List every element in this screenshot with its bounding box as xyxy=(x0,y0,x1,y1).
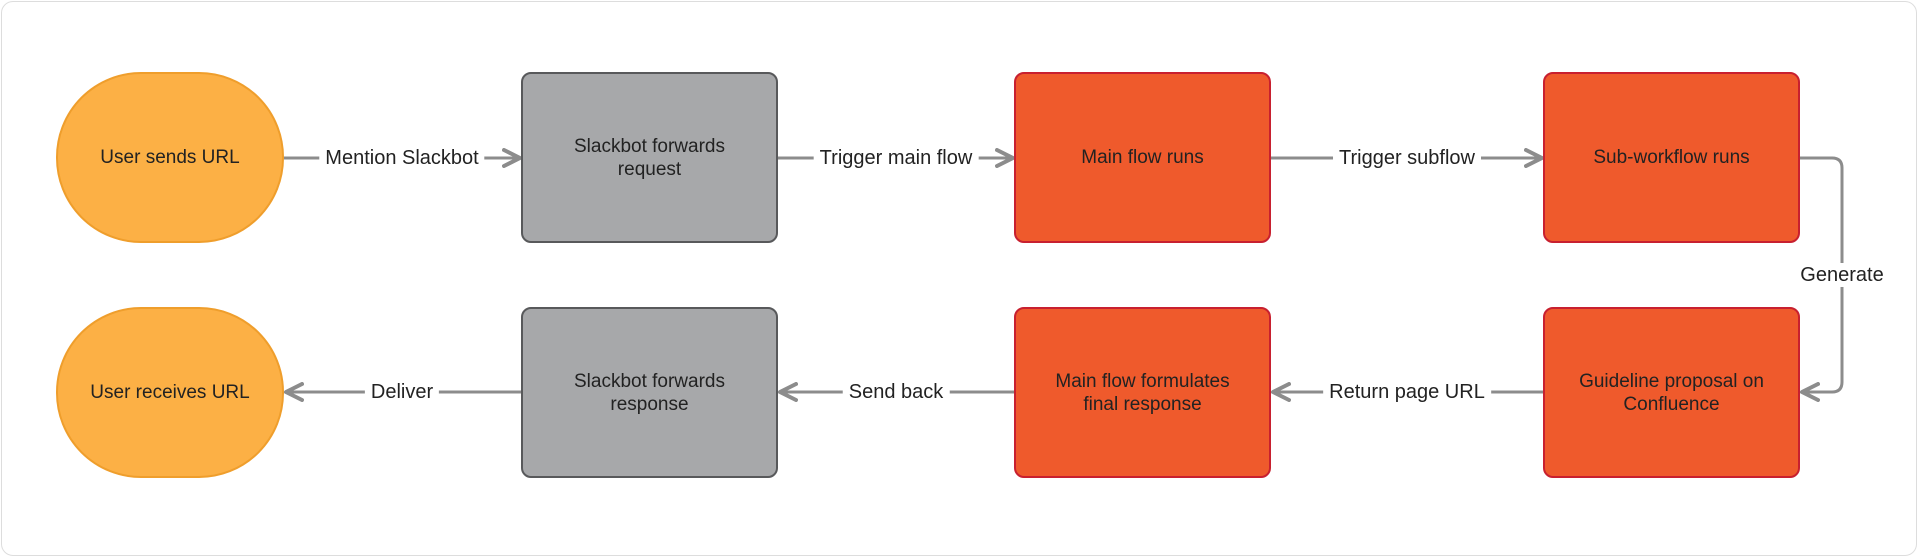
edge-label-trigger-subflow: Trigger subflow xyxy=(1333,146,1481,170)
node-label: Slackbot forwards request xyxy=(573,135,725,180)
node-main-flow-runs: Main flow runs xyxy=(1014,72,1271,243)
node-label: Main flow runs xyxy=(1081,147,1204,168)
node-slackbot-forwards-request: Slackbot forwards request xyxy=(521,72,778,243)
node-label: Main flow formulates final response xyxy=(1055,370,1230,415)
node-sub-workflow-runs: Sub-workflow runs xyxy=(1543,72,1800,243)
edge-label-trigger-main-flow: Trigger main flow xyxy=(813,146,979,170)
edge-label-send-back: Send back xyxy=(842,380,950,404)
node-main-flow-formulates: Main flow formulates final response xyxy=(1014,307,1271,478)
edge-label-mention-slackbot: Mention Slackbot xyxy=(319,146,485,170)
edge-label-return-page-url: Return page URL xyxy=(1323,380,1491,404)
node-user-receives-url: User receives URL xyxy=(56,307,284,478)
node-label: Guideline proposal on Confluence xyxy=(1579,370,1764,415)
node-label: Sub-workflow runs xyxy=(1593,147,1750,168)
node-label: Slackbot forwards response xyxy=(573,370,725,415)
node-slackbot-forwards-response: Slackbot forwards response xyxy=(521,307,778,478)
edge-label-deliver: Deliver xyxy=(364,380,440,404)
edge-label-generate: Generate xyxy=(1794,263,1890,287)
node-guideline-proposal: Guideline proposal on Confluence xyxy=(1543,307,1800,478)
node-label: User receives URL xyxy=(90,382,250,403)
node-label: User sends URL xyxy=(100,147,240,168)
node-user-sends-url: User sends URL xyxy=(56,72,284,243)
